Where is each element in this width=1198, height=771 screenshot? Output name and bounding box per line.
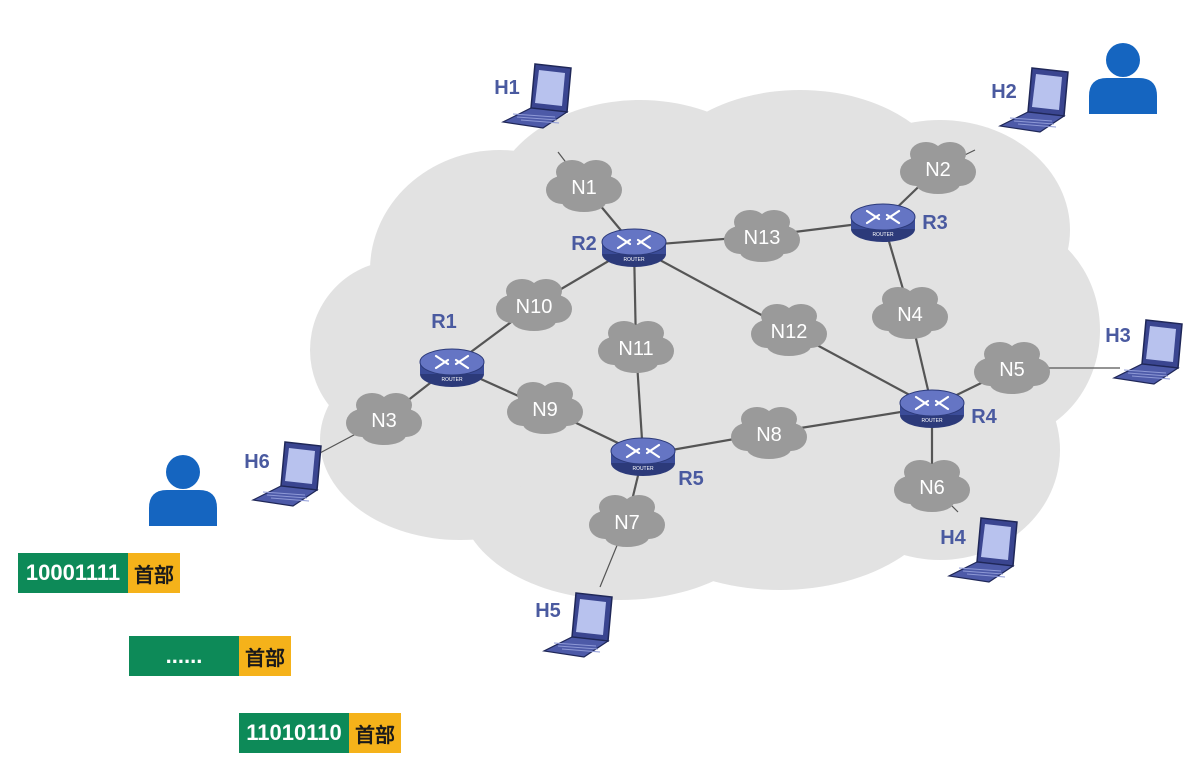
router-r3: ROUTER R3 (850, 203, 948, 242)
laptop-icon-h5: H5 (535, 592, 613, 658)
router-badge: ROUTER (872, 232, 894, 238)
laptop-icon-h6: H6 (244, 441, 322, 507)
router-r1: ROUTER R1 (419, 311, 485, 387)
host-label: H4 (940, 527, 966, 549)
network-label: N12 (771, 321, 808, 343)
network-label: N2 (925, 159, 951, 181)
network-cloud-n8: N8 (731, 407, 807, 459)
network-cloud-n5: N5 (974, 342, 1050, 394)
laptop-icon-h1: H1 (494, 63, 572, 129)
network-label: N11 (618, 338, 653, 360)
router-label: R1 (431, 311, 457, 333)
router-r4: ROUTER R4 (899, 389, 998, 428)
laptop-icon-h3: H3 (1105, 319, 1183, 385)
network-label: N9 (532, 399, 558, 421)
host-label: H2 (991, 81, 1017, 103)
router-badge: ROUTER (632, 466, 654, 472)
network-label: N4 (897, 304, 923, 326)
packet-data: ...... (129, 636, 239, 676)
router-badge: ROUTER (623, 257, 645, 263)
host-label: H3 (1105, 325, 1131, 347)
router-label: R3 (922, 212, 948, 234)
laptop-icon-h4: H4 (940, 517, 1018, 583)
network-cloud-n9: N9 (507, 382, 583, 434)
network-label: N3 (371, 410, 397, 432)
network-cloud-n7: N7 (589, 495, 665, 547)
packet-data: 11010110 (239, 713, 349, 753)
router-badge: ROUTER (921, 418, 943, 424)
network-cloud-n4: N4 (872, 287, 948, 339)
network-label: N10 (516, 296, 553, 318)
packet-header: 首部 (239, 636, 291, 676)
user-icon (149, 455, 217, 526)
network-cloud-n10: N10 (496, 279, 572, 331)
host-label: H5 (535, 600, 561, 622)
router-label: R5 (678, 468, 704, 490)
router-label: R4 (971, 406, 997, 428)
packet-header: 首部 (128, 553, 180, 593)
host-label: H1 (494, 77, 520, 99)
network-label: N1 (571, 177, 597, 199)
router-badge: ROUTER (441, 377, 463, 383)
network-cloud-n11: N11 (598, 321, 674, 373)
nodes: N1N2N3N4N5N6N7N8N9N10N11N12N13ROUTERR1RO… (149, 43, 1183, 658)
router-r5: ROUTER R5 (610, 437, 704, 490)
network-cloud-n3: N3 (346, 393, 422, 445)
network-cloud-n12: N12 (751, 304, 827, 356)
network-cloud-n2: N2 (900, 142, 976, 194)
user-icon (1089, 43, 1157, 114)
packet-header: 首部 (349, 713, 401, 753)
network-label: N7 (614, 512, 640, 534)
network-label: N6 (919, 477, 945, 499)
cloud-blob (640, 170, 1040, 490)
router-r2: ROUTER R2 (571, 228, 667, 267)
packet-2: ...... 首部 (129, 636, 291, 676)
host-label: H6 (244, 451, 270, 473)
network-label: N13 (744, 227, 781, 249)
packet-1: 10001111 首部 (18, 553, 180, 593)
router-label: R2 (571, 233, 597, 255)
network-label: N8 (756, 424, 782, 446)
network-label: N5 (999, 359, 1025, 381)
network-cloud-n6: N6 (894, 460, 970, 512)
packet-data: 10001111 (18, 553, 128, 593)
network-cloud-n1: N1 (546, 160, 622, 212)
laptop-icon-h2: H2 (991, 67, 1069, 133)
network-cloud-n13: N13 (724, 210, 800, 262)
packet-3: 11010110 首部 (239, 713, 401, 753)
